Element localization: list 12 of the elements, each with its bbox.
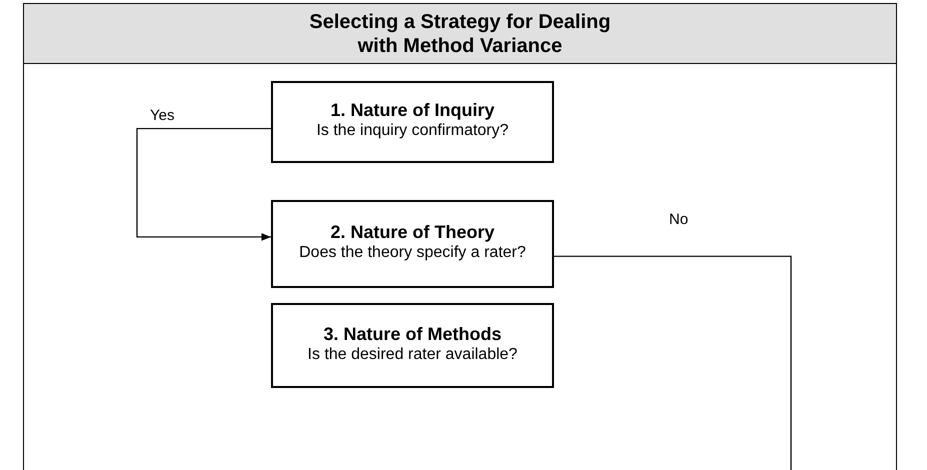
box-heading: 1. Nature of Inquiry [330,99,495,121]
box-question: Does the theory specify a rater? [299,243,526,263]
box-heading: 2. Nature of Theory [330,221,495,243]
question-box [271,81,554,163]
connector [136,128,271,241]
question-box [271,200,554,288]
box-question: Is the desired rater available? [308,344,518,364]
connector [554,256,792,470]
box-heading: 3. Nature of Methods [323,322,502,344]
title: Selecting a Strategy for Dealing with Method Variance [308,10,612,58]
box-question: Is the inquiry confirmatory? [316,121,509,141]
question-box [271,303,554,388]
